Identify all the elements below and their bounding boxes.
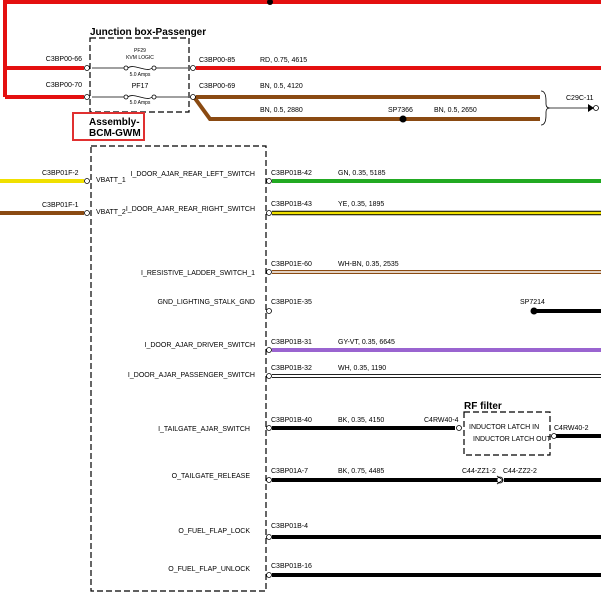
fuse2-icon xyxy=(127,95,153,99)
wire-spec: BN, 0.5, 4120 xyxy=(260,83,303,90)
vbatt1-pin: C3BP01F-2 xyxy=(42,170,79,177)
pin-icon xyxy=(266,269,272,275)
bcm-signals: I_DOOR_AJAR_REAR_LEFT_SWITCH C3BP01B-42 … xyxy=(126,170,601,578)
connector-label: C29C-11 xyxy=(566,95,594,102)
bcm-module-outline xyxy=(90,145,267,592)
signal-name: O_FUEL_FLAP_UNLOCK xyxy=(168,566,250,573)
bcm-power-inputs: C3BP01F-2 C3BP01F-1 VBATT_1 VBATT_2 xyxy=(0,170,126,216)
pin-icon xyxy=(84,210,90,216)
signal-pin: C3BP01B-43 xyxy=(271,201,312,208)
fuse2-rating: 5.0 Amps xyxy=(130,100,151,106)
signal-name: I_DOOR_AJAR_REAR_LEFT_SWITCH xyxy=(131,171,255,178)
junction-box: Junction box-Passenger PF29 KVM LOGIC 5.… xyxy=(46,27,594,114)
pin-icon xyxy=(551,433,557,439)
pin-label: C3BP00-70 xyxy=(46,82,82,89)
pin-icon xyxy=(266,425,272,431)
signal-name: I_DOOR_AJAR_DRIVER_SWITCH xyxy=(145,342,255,349)
pin-icon xyxy=(266,572,272,578)
signal-pin: C3BP01B-31 xyxy=(271,339,312,346)
fuse2-id: PF17 xyxy=(132,83,149,90)
rf-filter-out-pin: C4RW40-2 xyxy=(554,425,589,432)
signal-pin: C3BP01B-42 xyxy=(271,170,312,177)
red-wire-loop xyxy=(3,0,601,97)
pin-icon xyxy=(266,534,272,540)
vbatt1-label: VBATT_1 xyxy=(96,177,126,184)
brown-wire-lower xyxy=(192,95,540,121)
fuse1-name: KVM LOGIC xyxy=(126,55,154,61)
fuse1-icon xyxy=(127,66,153,70)
brown-circuit xyxy=(192,90,599,126)
pin-label: C3BP00-69 xyxy=(199,83,235,90)
rf-filter-outline xyxy=(463,411,551,456)
red-circuit xyxy=(3,0,601,99)
signal-pin: C3BP01B-32 xyxy=(271,365,312,372)
top-splice-dot xyxy=(267,0,273,5)
signal-name: O_TAILGATE_RELEASE xyxy=(172,473,251,480)
bcm-title-frame xyxy=(72,112,145,141)
sp7214-splice-dot xyxy=(530,307,538,315)
signal-pin: C3BP01B-40 xyxy=(271,417,312,424)
pin-icon xyxy=(456,425,462,431)
wire-spec: BN, 0.5, 2650 xyxy=(434,107,477,114)
pin-icon xyxy=(266,178,272,184)
sp7366-splice-dot xyxy=(399,115,407,123)
bcm-title-line1: Assembly- xyxy=(89,117,140,128)
bcm-title-line2: BCM-GWM xyxy=(89,128,141,139)
junction-box-outline xyxy=(89,37,190,113)
signal-wire-spec: WH-BN, 0.35, 2535 xyxy=(338,261,399,268)
rf-filter-title: RF filter xyxy=(464,401,502,412)
signal-wire-spec: BK, 0.35, 4150 xyxy=(338,417,384,424)
pin-icon xyxy=(190,65,196,71)
wire-spec: RD, 0.75, 4615 xyxy=(260,57,307,64)
pin-label: C3BP00-66 xyxy=(46,56,82,63)
signal-wire-spec: BK, 0.75, 4485 xyxy=(338,468,384,475)
signal-name: I_TAILGATE_AJAR_SWITCH xyxy=(158,426,250,433)
signal-name: I_DOOR_AJAR_REAR_RIGHT_SWITCH xyxy=(126,206,255,213)
fuse1-rating: 5.0 Amps xyxy=(130,72,151,78)
signal-name: GND_LIGHTING_STALK_GND xyxy=(157,299,255,306)
rf-filter-line1: INDUCTOR LATCH IN xyxy=(469,424,539,431)
c29c-pin-icon xyxy=(593,105,599,111)
signal-wire-spec: GN, 0.35, 5185 xyxy=(338,170,386,177)
signal-pin: C3BP01B-16 xyxy=(271,563,312,570)
vbatt2-pin: C3BP01F-1 xyxy=(42,202,79,209)
gnd-splice-label: SP7214 xyxy=(520,299,545,306)
wire-spec: BN, 0.5, 2880 xyxy=(260,107,303,114)
signal-pin: C3BP01E-35 xyxy=(271,299,312,306)
signal-name: O_FUEL_FLAP_LOCK xyxy=(178,528,250,535)
bcm-title: Assembly- BCM-GWM xyxy=(72,112,145,141)
pin-icon xyxy=(84,94,90,100)
pin-icon xyxy=(190,94,196,100)
pin-icon xyxy=(266,210,272,216)
pin-icon xyxy=(266,477,272,483)
signal-wire-spec: WH, 0.35, 1190 xyxy=(338,365,386,372)
tailgate-connector: C44-ZZ1-2 C44-ZZ2-2 xyxy=(462,468,537,485)
pin-icon xyxy=(266,347,272,353)
tailgate-conn-a: C44-ZZ1-2 xyxy=(462,468,496,475)
signal-wire-spec: YE, 0.35, 1895 xyxy=(338,201,384,208)
pin-icon xyxy=(84,178,90,184)
signal-pin: C3BP01A-7 xyxy=(271,468,308,475)
connector-arrow-icon xyxy=(496,475,504,485)
vbatt2-label: VBATT_2 xyxy=(96,209,126,216)
signal-name: I_RESISTIVE_LADDER_SWITCH_1 xyxy=(141,270,255,277)
fuse1-id: PF29 xyxy=(134,48,146,54)
bundle-brace xyxy=(540,90,551,126)
signal-wire-spec: GY-VT, 0.35, 6645 xyxy=(338,339,395,346)
signal-pin: C3BP01B-4 xyxy=(271,523,308,530)
rf-filter-in-pin: C4RW40-4 xyxy=(424,417,459,424)
c29c-arrow-icon xyxy=(588,104,594,112)
rf-filter-line2: INDUCTOR LATCH OUT xyxy=(473,436,552,443)
pin-icon xyxy=(84,65,90,71)
pin-icon xyxy=(266,308,272,314)
junction-box-title: Junction box-Passenger xyxy=(90,27,206,38)
tailgate-conn-b: C44-ZZ2-2 xyxy=(503,468,537,475)
pin-icon xyxy=(266,373,272,379)
signal-pin: C3BP01E-60 xyxy=(271,261,312,268)
splice-label: SP7366 xyxy=(388,107,413,114)
signal-name: I_DOOR_AJAR_PASSENGER_SWITCH xyxy=(128,372,255,379)
rf-filter: RF filter C4RW40-4 C4RW40-2 INDUCTOR LAT… xyxy=(424,401,589,456)
pin-label: C3BP00-85 xyxy=(199,57,235,64)
